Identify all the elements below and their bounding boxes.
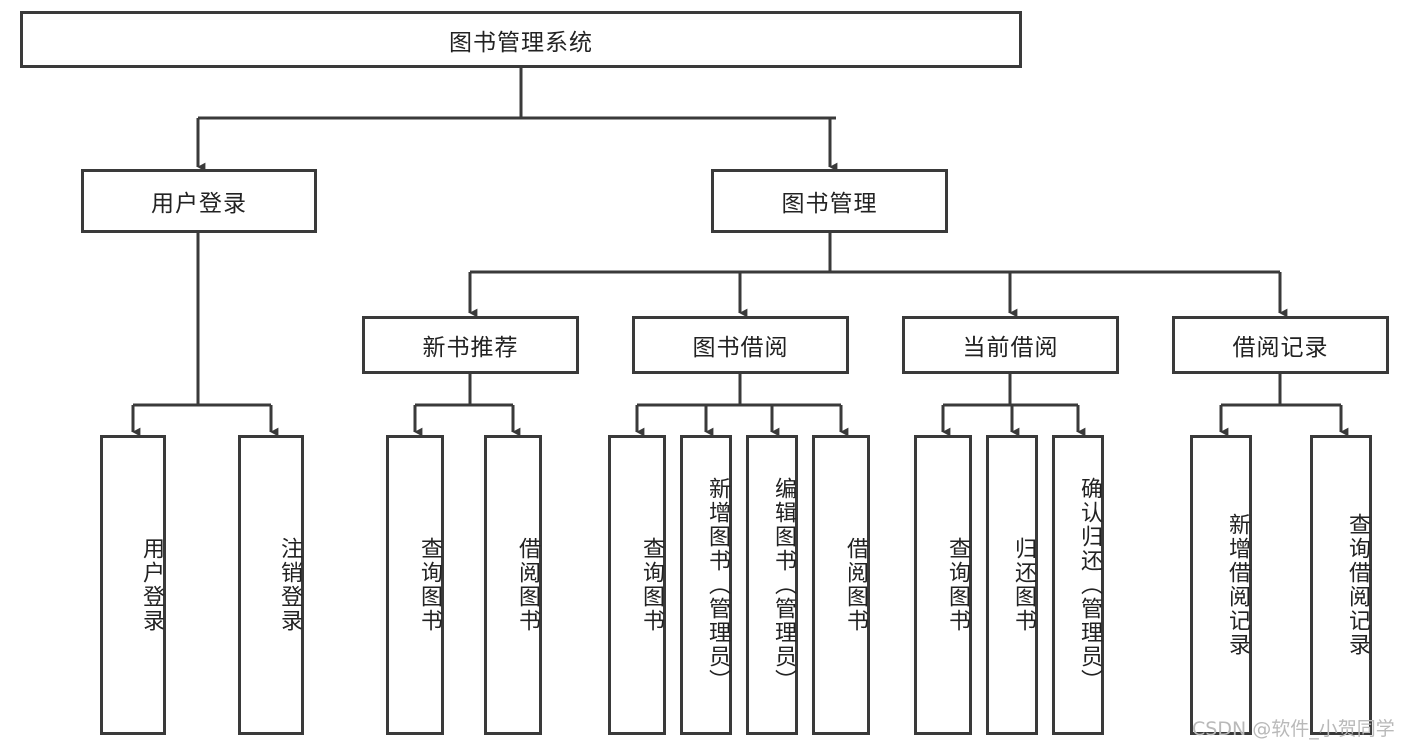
leaf-add-borrow-record[interactable]: 新增借阅记录 bbox=[1190, 435, 1252, 735]
node-new-book-recommend[interactable]: 新书推荐 bbox=[362, 316, 579, 374]
node-current-borrow[interactable]: 当前借阅 bbox=[902, 316, 1119, 374]
leaf-query-book-current[interactable]: 查询图书 bbox=[914, 435, 972, 735]
leaf-confirm-return-admin[interactable]: 确认归还（管理员） bbox=[1052, 435, 1104, 735]
csdn-watermark: CSDN @软件_小贺同学 bbox=[1192, 718, 1395, 740]
node-user-login[interactable]: 用户登录 bbox=[81, 169, 317, 233]
leaf-query-borrow-record[interactable]: 查询借阅记录 bbox=[1310, 435, 1372, 735]
leaf-borrow-book-newbook[interactable]: 借阅图书 bbox=[484, 435, 542, 735]
leaf-edit-book-admin[interactable]: 编辑图书（管理员） bbox=[746, 435, 798, 735]
node-root[interactable]: 图书管理系统 bbox=[20, 11, 1022, 68]
leaf-logout[interactable]: 注销登录 bbox=[238, 435, 304, 735]
leaf-add-book-admin[interactable]: 新增图书（管理员） bbox=[680, 435, 732, 735]
leaf-return-book[interactable]: 归还图书 bbox=[986, 435, 1038, 735]
node-book-management[interactable]: 图书管理 bbox=[711, 169, 948, 233]
leaf-user-login[interactable]: 用户登录 bbox=[100, 435, 166, 735]
node-book-borrow[interactable]: 图书借阅 bbox=[632, 316, 849, 374]
leaf-query-book-newbook[interactable]: 查询图书 bbox=[386, 435, 444, 735]
leaf-query-book-borrow[interactable]: 查询图书 bbox=[608, 435, 666, 735]
leaf-borrow-book-borrow[interactable]: 借阅图书 bbox=[812, 435, 870, 735]
node-borrow-records[interactable]: 借阅记录 bbox=[1172, 316, 1389, 374]
